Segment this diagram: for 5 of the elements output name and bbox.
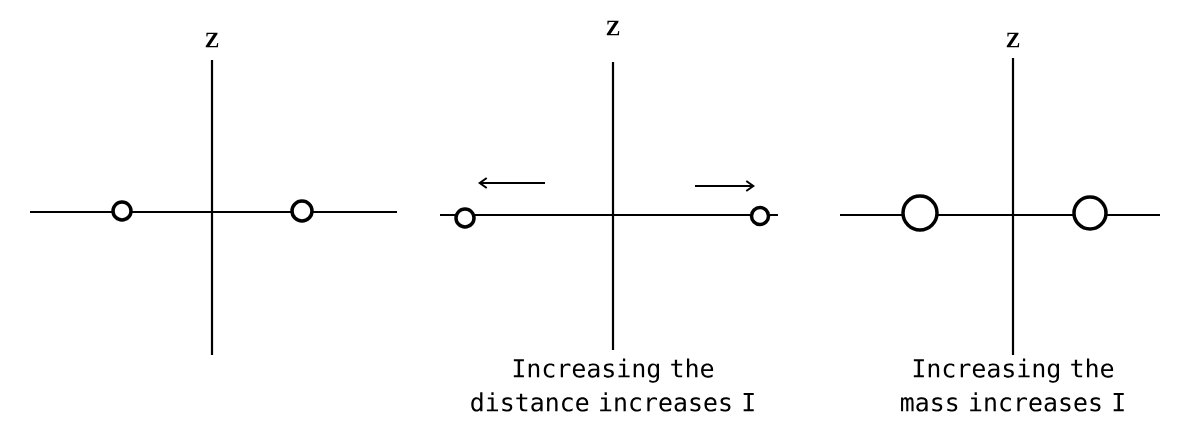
axis-label: Z xyxy=(205,32,219,48)
caption-text: Increasing the mass increases I xyxy=(901,358,1124,412)
axis-label: Z xyxy=(606,20,620,36)
axis-label: Z xyxy=(1006,32,1020,48)
caption-text: Increasing the distance increases I xyxy=(471,358,754,412)
